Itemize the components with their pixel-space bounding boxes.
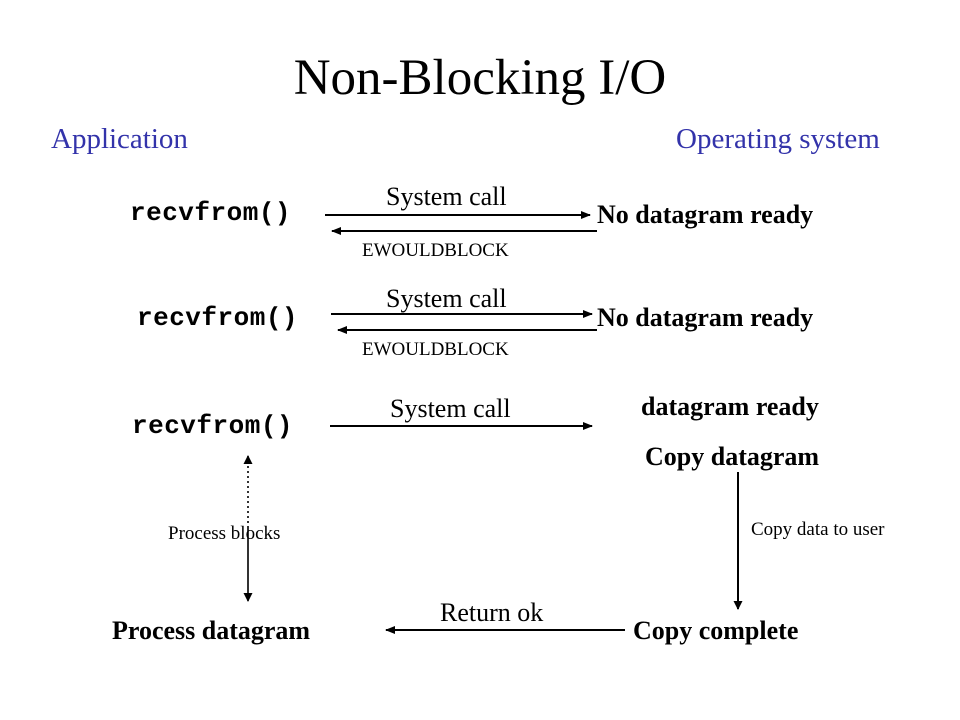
recvfrom-call-2: recvfrom() bbox=[137, 303, 299, 333]
return-ok-caption: Return ok bbox=[440, 598, 544, 627]
system-call-caption-3: System call bbox=[390, 394, 511, 423]
footer-state-process-datagram: Process datagram bbox=[112, 616, 311, 645]
copy-data-to-user-label: Copy data to user bbox=[751, 519, 885, 540]
os-state-2: No datagram ready bbox=[597, 303, 814, 332]
os-state-3-secondary: Copy datagram bbox=[645, 442, 820, 471]
ewouldblock-caption-1: EWOULDBLOCK bbox=[362, 240, 509, 261]
page-title: Non-Blocking I/O bbox=[293, 50, 667, 106]
footer-state-copy-complete: Copy complete bbox=[633, 616, 799, 645]
os-state-1: No datagram ready bbox=[597, 200, 814, 229]
os-state-3: datagram ready bbox=[641, 392, 819, 421]
column-header-application: Application bbox=[51, 123, 188, 155]
system-call-caption-1: System call bbox=[386, 182, 507, 211]
recvfrom-call-3: recvfrom() bbox=[132, 411, 294, 441]
column-header-operating-system: Operating system bbox=[676, 123, 880, 155]
recvfrom-call-1: recvfrom() bbox=[130, 198, 292, 228]
process-blocks-label: Process blocks bbox=[168, 523, 281, 544]
system-call-caption-2: System call bbox=[386, 284, 507, 313]
ewouldblock-caption-2: EWOULDBLOCK bbox=[362, 339, 509, 360]
